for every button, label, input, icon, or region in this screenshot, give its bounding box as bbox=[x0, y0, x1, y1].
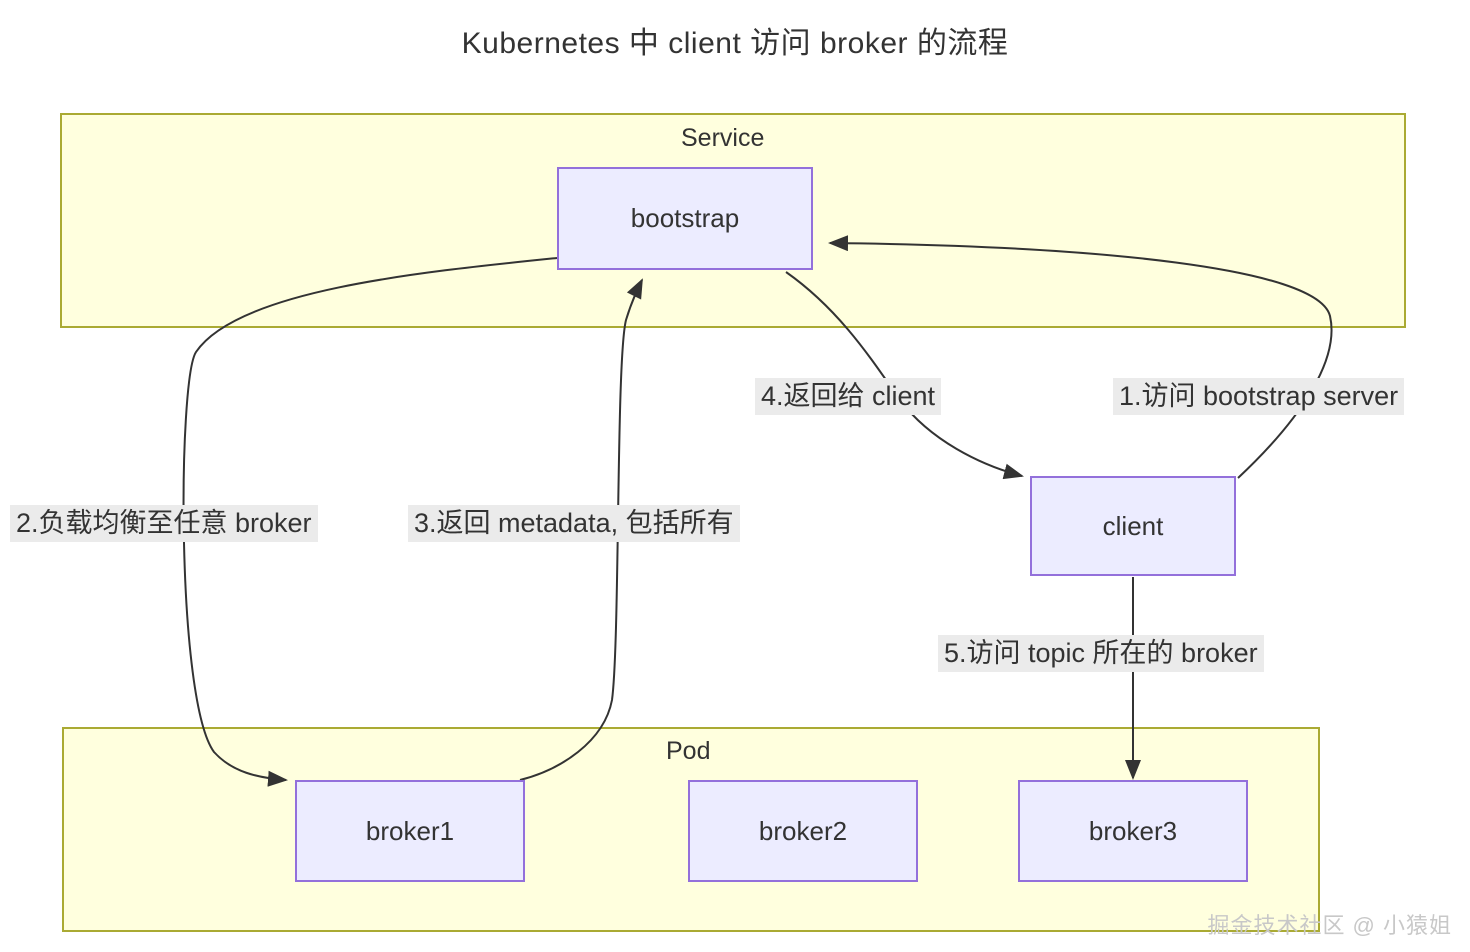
node-broker1[interactable]: broker1 bbox=[295, 780, 525, 882]
edge-label-2: 2.负载均衡至任意 broker bbox=[10, 505, 318, 543]
cluster-service-label: Service bbox=[681, 124, 765, 152]
watermark: 掘金技术社区 @ 小猿姐 bbox=[1207, 913, 1452, 938]
edge-label-4: 4.返回给 client bbox=[755, 378, 942, 416]
node-client[interactable]: client bbox=[1030, 476, 1236, 576]
node-bootstrap[interactable]: bootstrap bbox=[557, 167, 813, 270]
node-broker2[interactable]: broker2 bbox=[688, 780, 918, 882]
node-bootstrap-label: bootstrap bbox=[630, 203, 740, 233]
edge-label-3: 3.返回 metadata, 包括所有 bbox=[408, 505, 740, 543]
node-broker3-label: broker3 bbox=[1088, 815, 1178, 846]
edge-label-5: 5.访问 topic 所在的 broker bbox=[938, 635, 1264, 673]
node-broker1-label: broker1 bbox=[365, 815, 455, 846]
node-client-label: client bbox=[1102, 510, 1164, 541]
edge-label-1: 1.访问 bootstrap server bbox=[1113, 378, 1405, 416]
page-title: Kubernetes 中 client 访问 broker 的流程 bbox=[461, 27, 1009, 60]
cluster-pod-label: Pod bbox=[666, 737, 711, 765]
node-broker3[interactable]: broker3 bbox=[1018, 780, 1248, 882]
node-broker2-label: broker2 bbox=[758, 815, 848, 846]
